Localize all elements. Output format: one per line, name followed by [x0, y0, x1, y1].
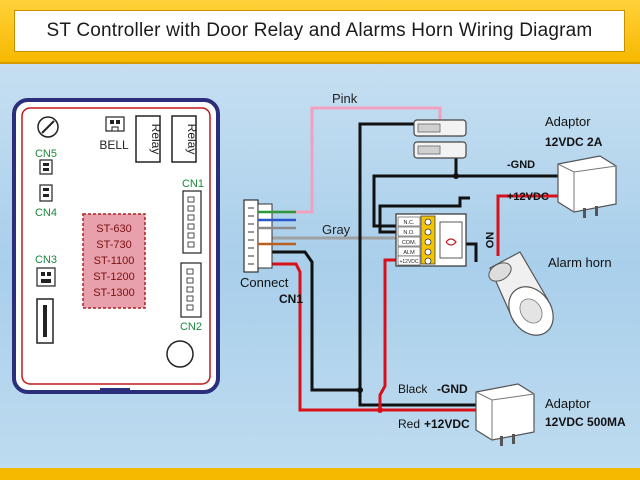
- adaptor-bottom-title: Adaptor: [545, 396, 591, 411]
- connect-cn1-label: CN1: [279, 292, 303, 306]
- junction-dot: [453, 173, 459, 179]
- adaptor-top-gnd: -GND: [507, 159, 535, 171]
- model-4: ST-1200: [93, 271, 135, 283]
- pink-wire-label: Pink: [332, 91, 358, 106]
- relay-2: Relay: [171, 115, 199, 163]
- cn1-header-icon: [182, 190, 202, 254]
- cn1-board-label: CN1: [182, 178, 204, 190]
- junction-dot: [357, 387, 363, 393]
- mount-hole: [166, 340, 194, 368]
- bell-label: BELL: [99, 138, 129, 152]
- cn4-connector-icon: [39, 184, 53, 202]
- cn3-connector-icon: [36, 267, 56, 287]
- terminal-alm: ALM: [403, 250, 415, 256]
- adaptor-top-12v: +12VDC: [507, 191, 549, 203]
- model-1: ST-630: [96, 223, 131, 235]
- gray-wire-label: Gray: [322, 222, 351, 237]
- red-wire-relay: [378, 258, 396, 410]
- black-gnd-label: -GND: [437, 382, 468, 396]
- model-5: ST-1300: [93, 287, 135, 299]
- cn2-header-icon: [180, 262, 202, 318]
- cn5-label: CN5: [35, 148, 57, 160]
- relay-2-label: Relay: [185, 124, 199, 155]
- relay-module: N.C. N.O. COM. ALM +12VDC: [395, 213, 467, 267]
- relay-1-label: Relay: [149, 124, 163, 155]
- bottom-strip: [0, 468, 640, 480]
- terminal-com: COM.: [402, 240, 417, 246]
- black-wire-lock: [372, 158, 458, 228]
- black-wire-connector: [270, 250, 360, 392]
- black-wire-label: Black: [398, 382, 428, 396]
- red-wire-connector: [270, 262, 478, 412]
- no-label: NO: [483, 232, 495, 249]
- cn2-label: CN2: [180, 321, 202, 333]
- adaptor-top-icon: [557, 155, 617, 218]
- pink-wire: [270, 106, 442, 214]
- adaptor-bottom-spec: 12VDC 500MA: [545, 415, 626, 429]
- red-wire-label: Red: [398, 417, 420, 431]
- terminal-nc: N.C.: [404, 220, 415, 226]
- relay-1: Relay: [135, 115, 163, 163]
- electric-lock-icon: [413, 119, 467, 159]
- model-box: [82, 213, 146, 309]
- red-12v-label: +12VDC: [424, 417, 470, 431]
- title-bar: ST Controller with Door Relay and Alarms…: [0, 0, 640, 64]
- black-main-wire: [358, 122, 478, 407]
- board-tab: [100, 388, 130, 394]
- terminal-no: N.O.: [403, 230, 415, 236]
- controller-board: BELL Relay Relay CN5: [12, 98, 220, 394]
- board-trace: [21, 107, 211, 385]
- black-wire-com: [378, 196, 470, 234]
- model-3: ST-1100: [94, 255, 135, 267]
- adaptor-top-spec: 12VDC 2A: [545, 135, 603, 149]
- terminal-12vdc: +12VDC: [399, 259, 418, 265]
- diagram-title: ST Controller with Door Relay and Alarms…: [14, 10, 625, 52]
- cn4-label: CN4: [35, 207, 57, 219]
- adaptor-bottom-icon: [475, 383, 535, 446]
- alarm-horn-icon: [488, 251, 554, 336]
- connect-label: Connect: [240, 275, 289, 290]
- red-wire-horn: [496, 194, 560, 256]
- bell-connector-icon: [105, 116, 125, 132]
- potentiometer-icon: [37, 116, 59, 138]
- ribbon-connector: [243, 199, 296, 273]
- cn5-connector-icon: [39, 159, 53, 175]
- cn3-label: CN3: [35, 254, 57, 266]
- adaptor-top-title: Adaptor: [545, 114, 591, 129]
- alarm-horn-label: Alarm horn: [548, 255, 612, 270]
- model-2: ST-730: [96, 239, 131, 251]
- cn3-header-icon: [36, 298, 54, 344]
- junction-dot: [377, 407, 383, 413]
